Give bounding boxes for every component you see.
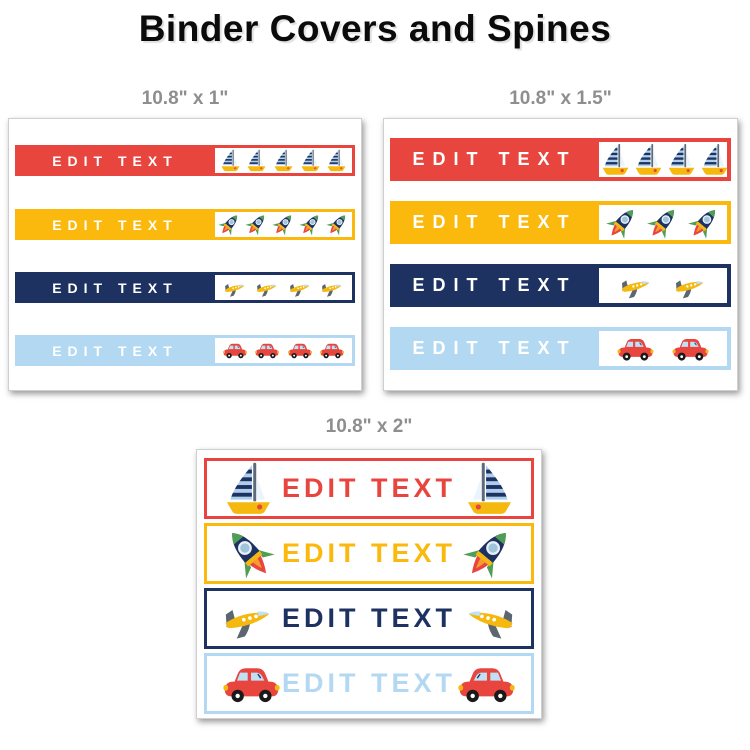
edit-text-label[interactable]: EDIT TEXT: [282, 668, 457, 698]
plane-icon: [288, 276, 312, 300]
sailboat-icon-box: [599, 142, 728, 177]
sailboat-spine-row[interactable]: EDIT TEXT: [15, 145, 355, 176]
car-icon: [456, 662, 517, 706]
rocket-icon: [271, 212, 296, 237]
plane-icon: [463, 592, 517, 646]
edit-text-label[interactable]: EDIT TEXT: [412, 338, 577, 358]
sailboat-icon: [219, 149, 242, 172]
edit-text-label[interactable]: EDIT TEXT: [281, 603, 456, 633]
sailboat-icon: [299, 149, 322, 172]
plane-icon-box: [599, 268, 727, 303]
sailboat-icon: [272, 149, 295, 172]
rocket-icon-box: [599, 205, 727, 240]
car-icon: [616, 335, 655, 363]
rocket-icon: [217, 212, 242, 237]
rocket-spine-row[interactable]: EDIT TEXT: [15, 209, 355, 240]
rocket-icon: [604, 205, 640, 241]
car-icon-box: [599, 331, 727, 366]
car-icon: [319, 341, 345, 360]
page-title: Binder Covers and Spines: [138, 8, 612, 49]
sailboat-spine-row[interactable]: EDIT TEXT: [390, 138, 731, 181]
plane-spine-row[interactable]: EDIT TEXT: [390, 264, 731, 307]
edit-text-label[interactable]: EDIT TEXT: [281, 473, 456, 503]
rocket-icon: [460, 525, 517, 582]
edit-text-label[interactable]: EDIT TEXT: [281, 538, 456, 568]
sailboat-icon: [221, 461, 276, 516]
plane-icon: [320, 276, 344, 300]
spine-sheet-2in[interactable]: EDIT TEXT EDIT TEXT EDIT TEXT EDIT TEXT: [196, 449, 542, 719]
plane-icon: [255, 276, 279, 300]
rocket-icon-box: [215, 212, 352, 237]
car-icon: [221, 662, 282, 706]
car-icon-box: [215, 338, 352, 363]
sailboat-icon: [325, 149, 348, 172]
plane-icon: [619, 269, 653, 303]
spine-sheet-1-5in[interactable]: EDIT TEXT EDIT TEXT EDIT TEXT EDIT TEXT: [383, 118, 738, 391]
car-icon: [287, 341, 313, 360]
edit-text-label[interactable]: EDIT TEXT: [52, 152, 178, 169]
rocket-icon: [686, 205, 722, 241]
sailboat-icon: [665, 143, 698, 176]
sailboat-icon: [599, 143, 632, 176]
sailboat-icon: [632, 143, 665, 176]
car-icon: [222, 341, 248, 360]
sailboat-icon: [462, 461, 517, 516]
sailboat-icon: [245, 149, 268, 172]
edit-text-label[interactable]: EDIT TEXT: [52, 342, 178, 359]
rocket-icon: [244, 212, 269, 237]
plane-icon: [221, 592, 275, 646]
size-label-1-5in: 10.8" x 1.5": [509, 88, 612, 109]
rocket-icon: [645, 205, 681, 241]
edit-text-label[interactable]: EDIT TEXT: [412, 149, 577, 169]
plane-icon: [223, 276, 247, 300]
size-label-1in: 10.8" x 1": [141, 88, 229, 109]
sailboat-icon: [698, 143, 731, 176]
edit-text-label[interactable]: EDIT TEXT: [52, 216, 178, 233]
car-spine-row[interactable]: EDIT TEXT: [390, 327, 731, 370]
edit-text-label[interactable]: EDIT TEXT: [412, 212, 577, 232]
sailboat-icon-box: [215, 148, 352, 173]
spine-sheet-1in[interactable]: EDIT TEXT EDIT TEXT EDIT TEXT EDIT TEXT: [8, 118, 362, 391]
size-label-2in: 10.8" x 2": [325, 416, 413, 437]
rocket-icon: [325, 212, 350, 237]
rocket-spine-row[interactable]: EDIT TEXT: [390, 201, 731, 244]
rocket-icon: [298, 212, 323, 237]
car-icon: [254, 341, 280, 360]
rocket-icon: [221, 525, 278, 582]
plane-spine-row[interactable]: EDIT TEXT: [204, 588, 534, 649]
car-spine-row[interactable]: EDIT TEXT: [204, 653, 534, 714]
car-spine-row[interactable]: EDIT TEXT: [15, 335, 355, 366]
rocket-spine-row[interactable]: EDIT TEXT: [204, 523, 534, 584]
plane-spine-row[interactable]: EDIT TEXT: [15, 272, 355, 303]
edit-text-label[interactable]: EDIT TEXT: [412, 275, 577, 295]
plane-icon: [673, 269, 707, 303]
edit-text-label[interactable]: EDIT TEXT: [52, 279, 178, 296]
sailboat-spine-row[interactable]: EDIT TEXT: [204, 458, 534, 519]
car-icon: [671, 335, 710, 363]
plane-icon-box: [215, 275, 352, 300]
